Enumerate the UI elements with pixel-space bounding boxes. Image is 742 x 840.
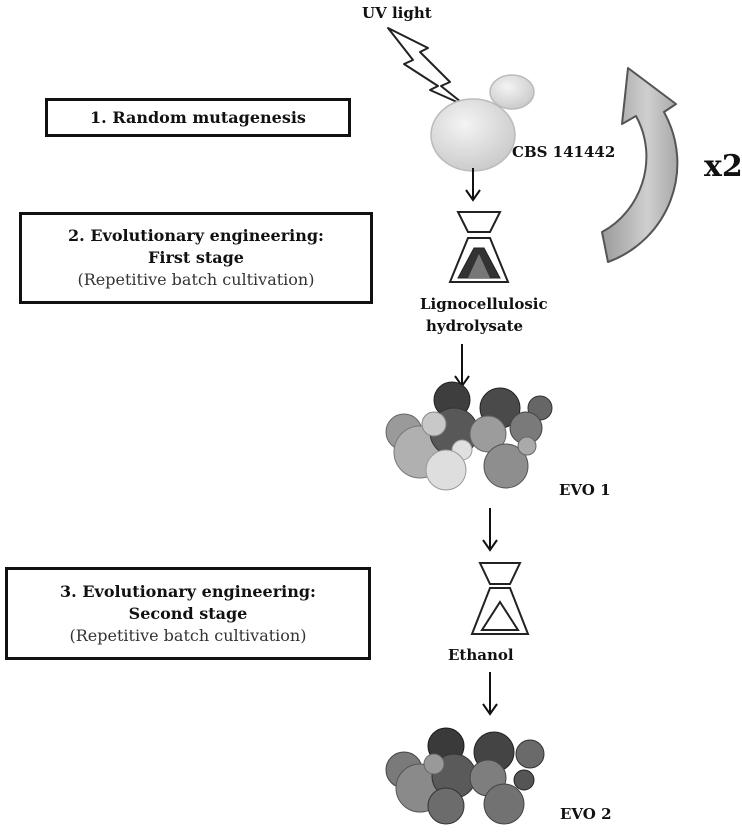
step-3-note: (Repetitive batch cultivation) <box>69 625 307 645</box>
medium1-label-line2: hydrolysate <box>426 317 524 335</box>
uv-light-label: UV light <box>362 4 432 22</box>
step-2-box: 2. Evolutionary engineering: First stage… <box>19 212 373 304</box>
evo2-cell-cluster <box>385 727 545 825</box>
step-2-stage: First stage <box>148 248 244 267</box>
repeat-count-label: x2 <box>704 149 742 184</box>
flask-icon-stage2 <box>470 562 530 635</box>
strain-label: CBS 141442 <box>512 143 616 161</box>
yeast-cell <box>430 98 516 172</box>
evo1-label: EVO 1 <box>559 481 611 499</box>
yeast-bud <box>489 74 535 110</box>
flask-icon-stage1 <box>448 211 510 283</box>
evo2-label: EVO 2 <box>560 805 612 823</box>
evo1-cell-cluster <box>385 381 553 491</box>
step-3-title: 3. Evolutionary engineering: <box>60 581 316 601</box>
step-2-note: (Repetitive batch cultivation) <box>77 270 315 289</box>
step-3-stage: Second stage <box>128 603 248 623</box>
step-1-box: 1. Random mutagenesis <box>45 98 351 137</box>
step-1-title: 1. Random mutagenesis <box>90 107 306 127</box>
lightning-bolt-icon <box>387 27 467 107</box>
step-2-title: 2. Evolutionary engineering: <box>68 226 324 245</box>
repeat-arrow <box>601 67 679 263</box>
medium2-label: Ethanol <box>448 646 514 664</box>
step-3-box: 3. Evolutionary engineering: Second stag… <box>5 567 371 660</box>
medium1-label-line1: Lignocellulosic <box>420 295 548 313</box>
